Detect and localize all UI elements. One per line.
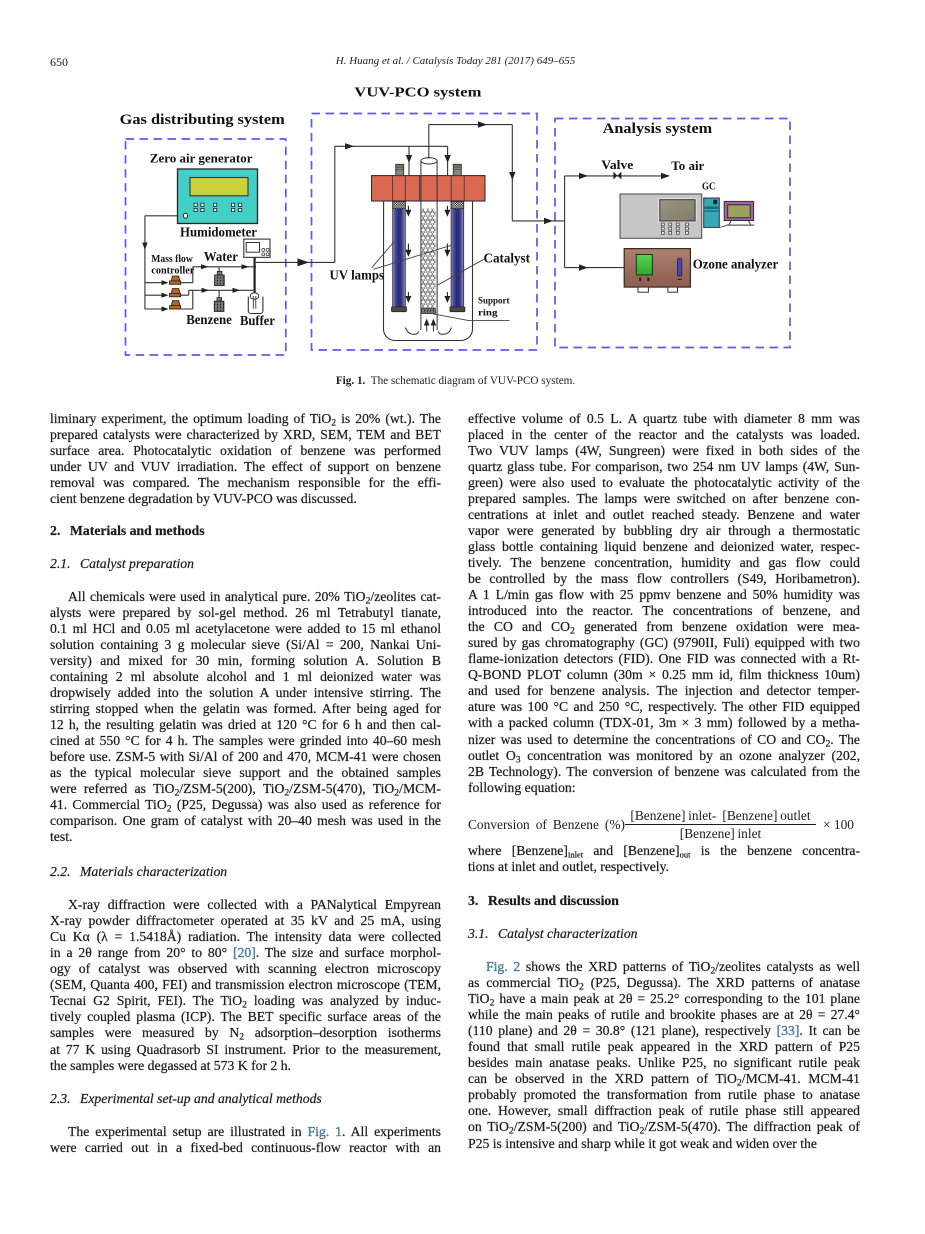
svg-text:ring: ring bbox=[478, 309, 498, 319]
svg-text:Catalyst: Catalyst bbox=[484, 251, 531, 266]
svg-text:Support: Support bbox=[478, 297, 510, 307]
svg-text:Buffer: Buffer bbox=[240, 313, 275, 328]
svg-text:Benzene: Benzene bbox=[186, 312, 232, 327]
svg-text:To air: To air bbox=[671, 158, 704, 173]
svg-text:Gas distributing system: Gas distributing system bbox=[120, 112, 285, 128]
svg-text:Valve: Valve bbox=[601, 157, 633, 172]
svg-text:controller: controller bbox=[151, 265, 195, 276]
svg-text:Analysis system: Analysis system bbox=[603, 121, 713, 137]
svg-text:VUV-PCO system: VUV-PCO system bbox=[354, 85, 482, 100]
svg-text:Water: Water bbox=[204, 249, 238, 264]
svg-text:Zero air generator: Zero air generator bbox=[150, 150, 253, 165]
svg-text:Mass flow: Mass flow bbox=[151, 254, 193, 265]
svg-text:UV lamps: UV lamps bbox=[330, 267, 385, 282]
svg-text:GC: GC bbox=[702, 181, 716, 192]
svg-text:Ozone analyzer: Ozone analyzer bbox=[693, 258, 779, 273]
svg-text:Humidometer: Humidometer bbox=[180, 224, 257, 239]
